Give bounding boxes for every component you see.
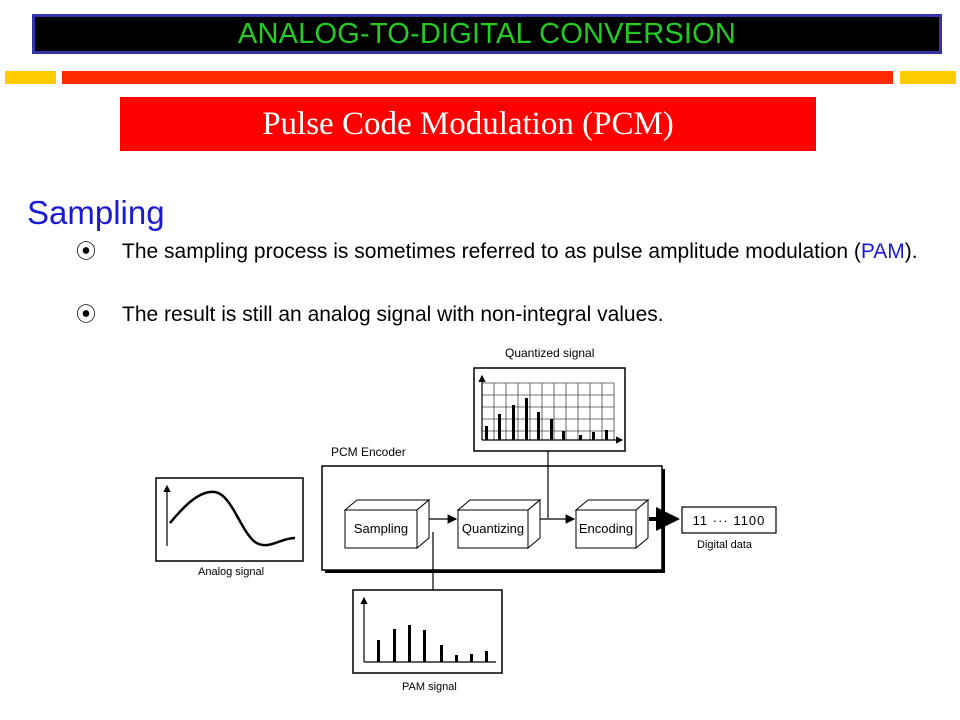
quantizing-label: Quantizing	[462, 521, 524, 536]
bullet-item: ⦿ The result is still an analog signal w…	[76, 300, 936, 330]
slide-subtitle: Pulse Code Modulation (PCM)	[120, 97, 816, 151]
encoding-block: Encoding	[574, 498, 650, 550]
decor-bar-left	[5, 71, 56, 84]
quantized-caption: Quantized signal	[505, 346, 594, 360]
pam-pulses	[377, 625, 488, 662]
quantized-bars	[485, 398, 608, 440]
bullet-text: The result is still an analog signal wit…	[122, 303, 664, 326]
quantized-grid	[482, 382, 615, 440]
pam-caption: PAM signal	[402, 681, 457, 693]
analog-caption: Analog signal	[198, 566, 264, 578]
bullet-text-part: ).	[904, 240, 918, 263]
encoding-label: Encoding	[579, 521, 633, 536]
digital-bits: 11 ··· 1100	[693, 513, 766, 528]
analog-signal-panel: Analog signal	[155, 477, 304, 578]
decor-bar-right	[900, 71, 956, 84]
digital-data-output: 11 ··· 1100 Digital data	[681, 506, 777, 551]
sampling-block: Sampling	[343, 498, 431, 550]
quantizing-block: Quantizing	[456, 498, 542, 550]
pam-highlight: PAM	[860, 240, 905, 263]
section-heading: Sampling	[27, 194, 165, 231]
bullet-text: The sampling process is sometimes referr…	[122, 237, 936, 267]
decor-bar-middle	[62, 71, 893, 84]
digital-caption: Digital data	[697, 539, 753, 551]
analog-waveform	[169, 490, 296, 547]
pam-signal-panel: PAM signal	[352, 589, 503, 693]
banner-title: ANALOG-TO-DIGITAL CONVERSION	[32, 14, 942, 54]
bullet-item: ⦿ The sampling process is sometimes refe…	[76, 237, 936, 267]
quantized-signal-panel: Quantized signal	[473, 346, 626, 452]
pcm-encoder-label: PCM Encoder	[331, 445, 406, 459]
bullet-marker-icon: ⦿	[76, 241, 96, 263]
bullet-marker-icon: ⦿	[76, 304, 96, 326]
bullet-text-part: The sampling process is sometimes referr…	[122, 240, 861, 263]
sampling-label: Sampling	[354, 521, 408, 536]
